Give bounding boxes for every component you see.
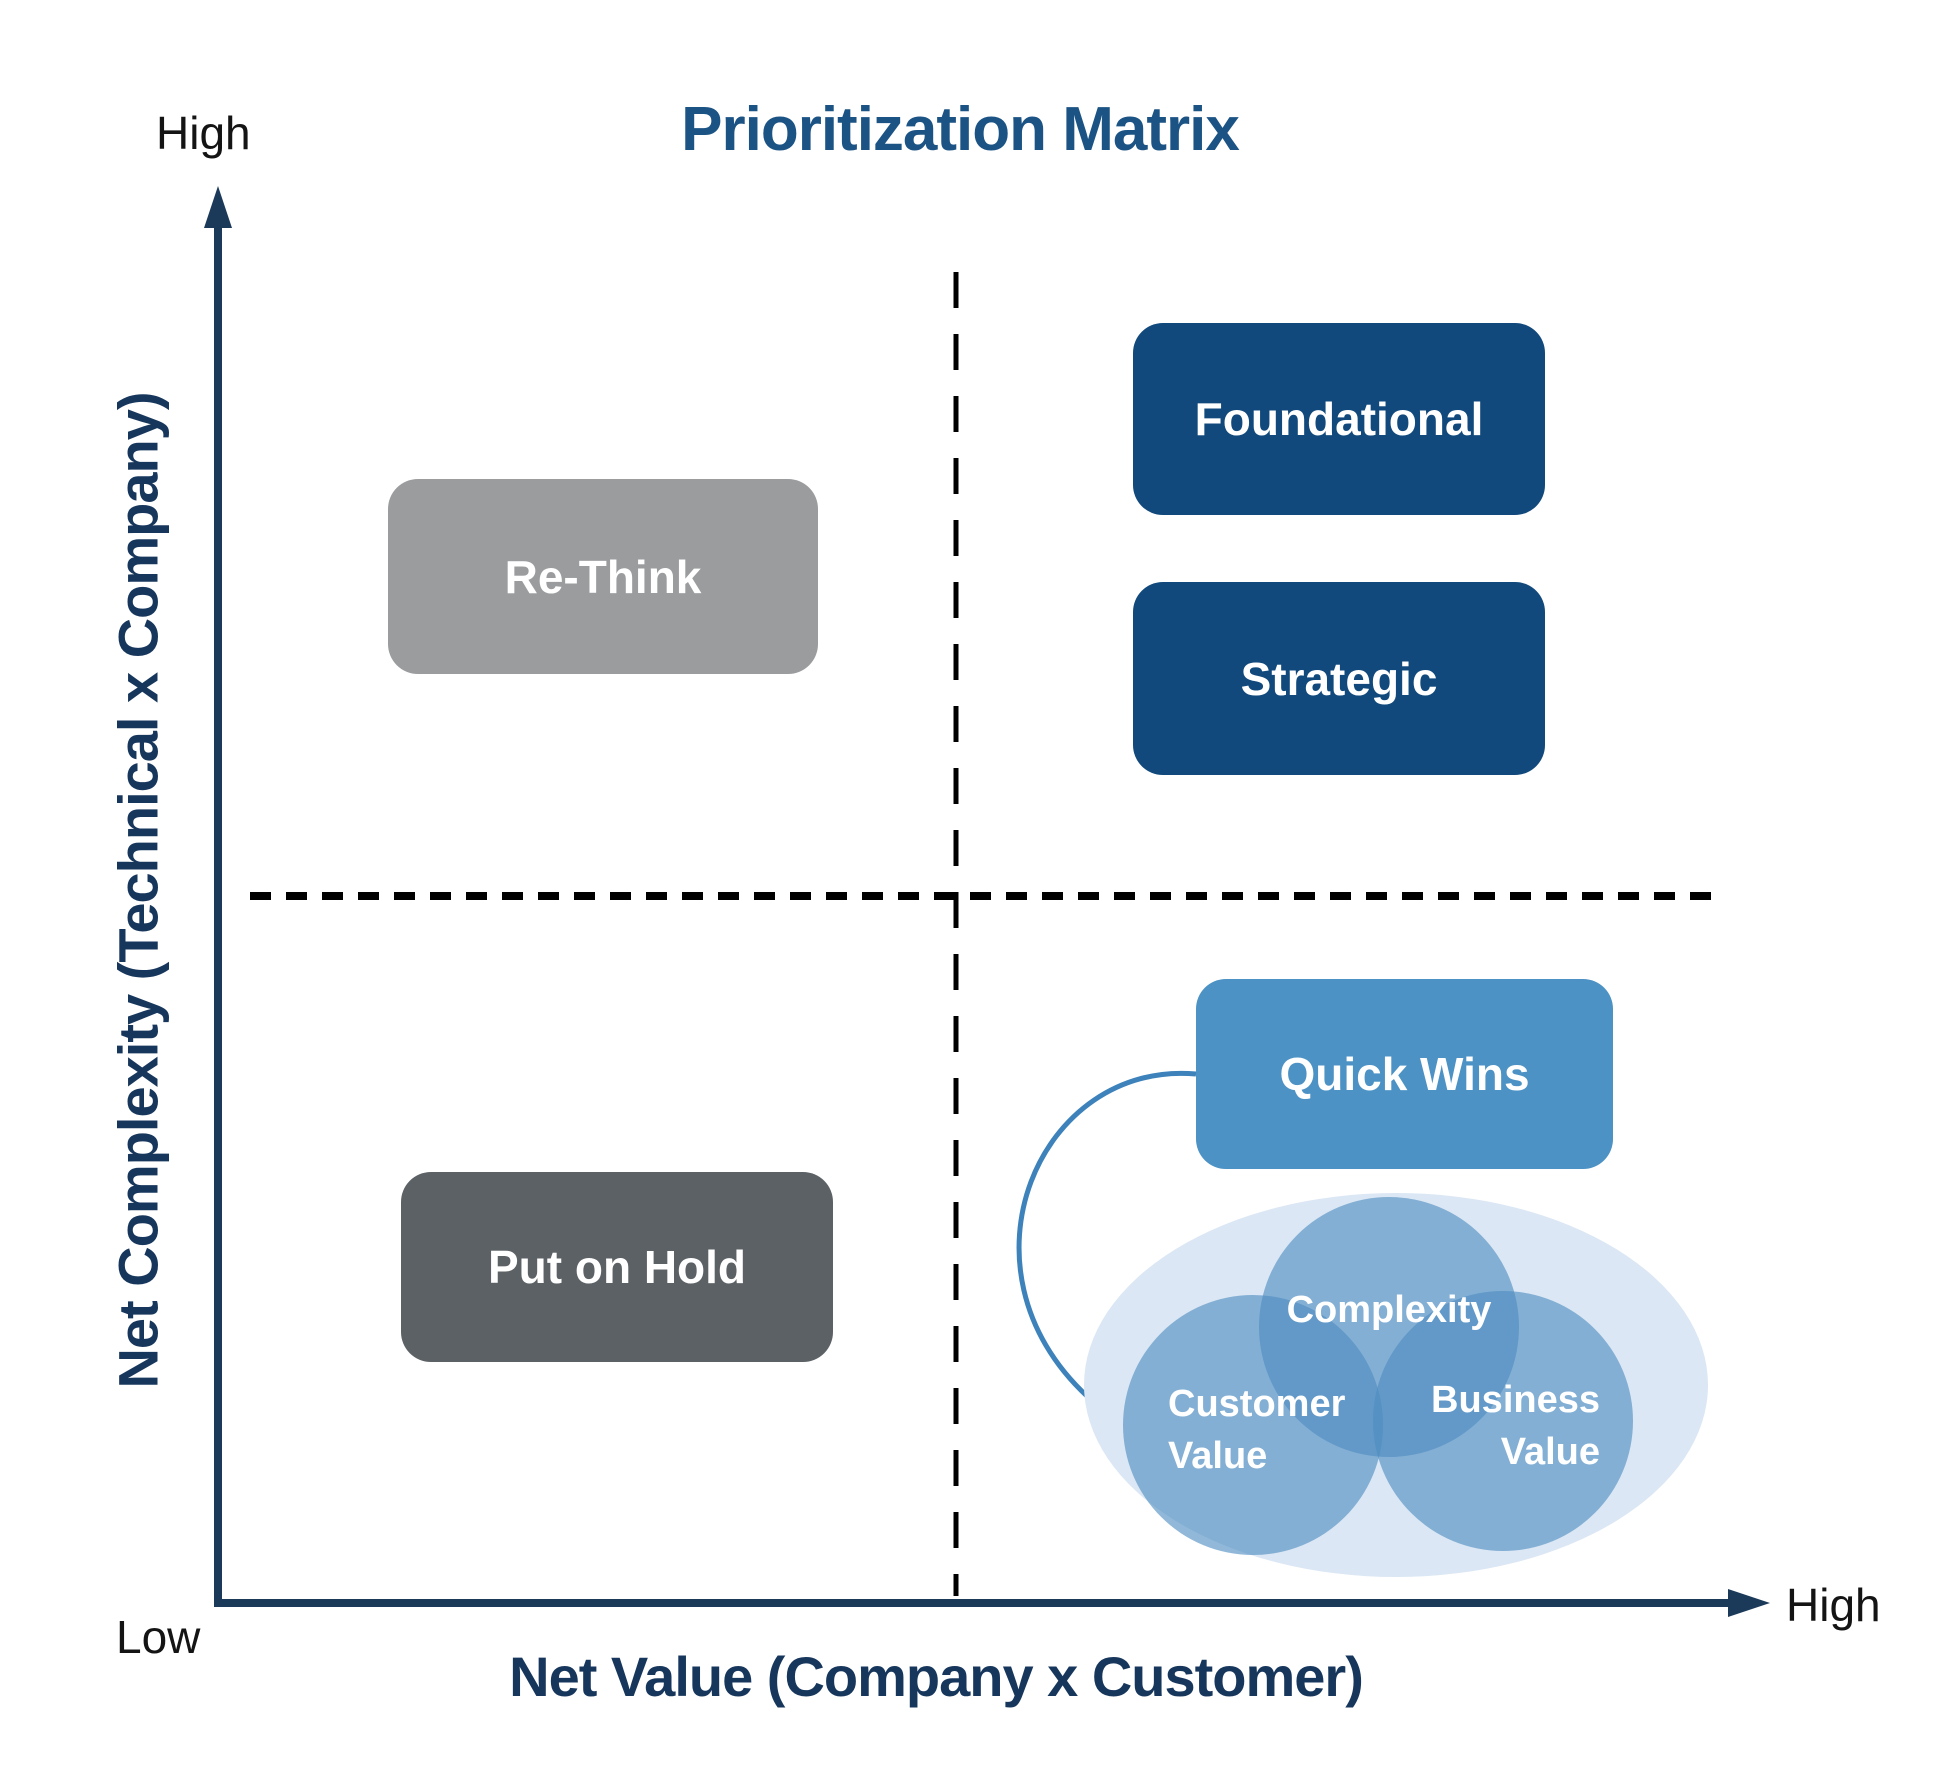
foundational-box: Foundational <box>1133 323 1545 515</box>
strategic-box-label: Strategic <box>1240 652 1438 705</box>
venn-business-value-label-line1: Business <box>1431 1379 1600 1421</box>
x-axis-high-label: High <box>1786 1579 1881 1631</box>
page-title: Prioritization Matrix <box>681 95 1240 164</box>
venn-complexity-label: Complexity <box>1287 1289 1492 1331</box>
venn-customer-value-label-line1: Customer <box>1168 1383 1346 1425</box>
x-axis-arrowhead-icon <box>1728 1589 1770 1617</box>
y-axis-arrowhead-icon <box>204 186 232 228</box>
y-axis-title: Net Complexity (Technical x Company) <box>106 392 170 1389</box>
venn-business-value-label-line2: Value <box>1501 1431 1600 1473</box>
strategic-box: Strategic <box>1133 582 1545 775</box>
venn-customer-value-label-line2: Value <box>1168 1435 1267 1477</box>
y-axis-low-label: Low <box>116 1611 201 1663</box>
venn-business-value-circle <box>1373 1291 1633 1551</box>
put-on-hold-box: Put on Hold <box>401 1172 833 1362</box>
quickwins-venn-connector-arc <box>1016 1070 1197 1399</box>
rethink-box-label: Re-Think <box>504 550 702 603</box>
x-axis-title: Net Value (Company x Customer) <box>509 1645 1364 1708</box>
y-axis-high-label: High <box>156 107 251 159</box>
venn-customer-value-circle <box>1123 1295 1383 1555</box>
rethink-box: Re-Think <box>388 479 818 674</box>
quick-wins-box-label: Quick Wins <box>1279 1048 1530 1100</box>
quick-wins-box: Quick Wins <box>1196 979 1613 1169</box>
foundational-box-label: Foundational <box>1194 393 1484 445</box>
put-on-hold-box-label: Put on Hold <box>487 1241 747 1293</box>
